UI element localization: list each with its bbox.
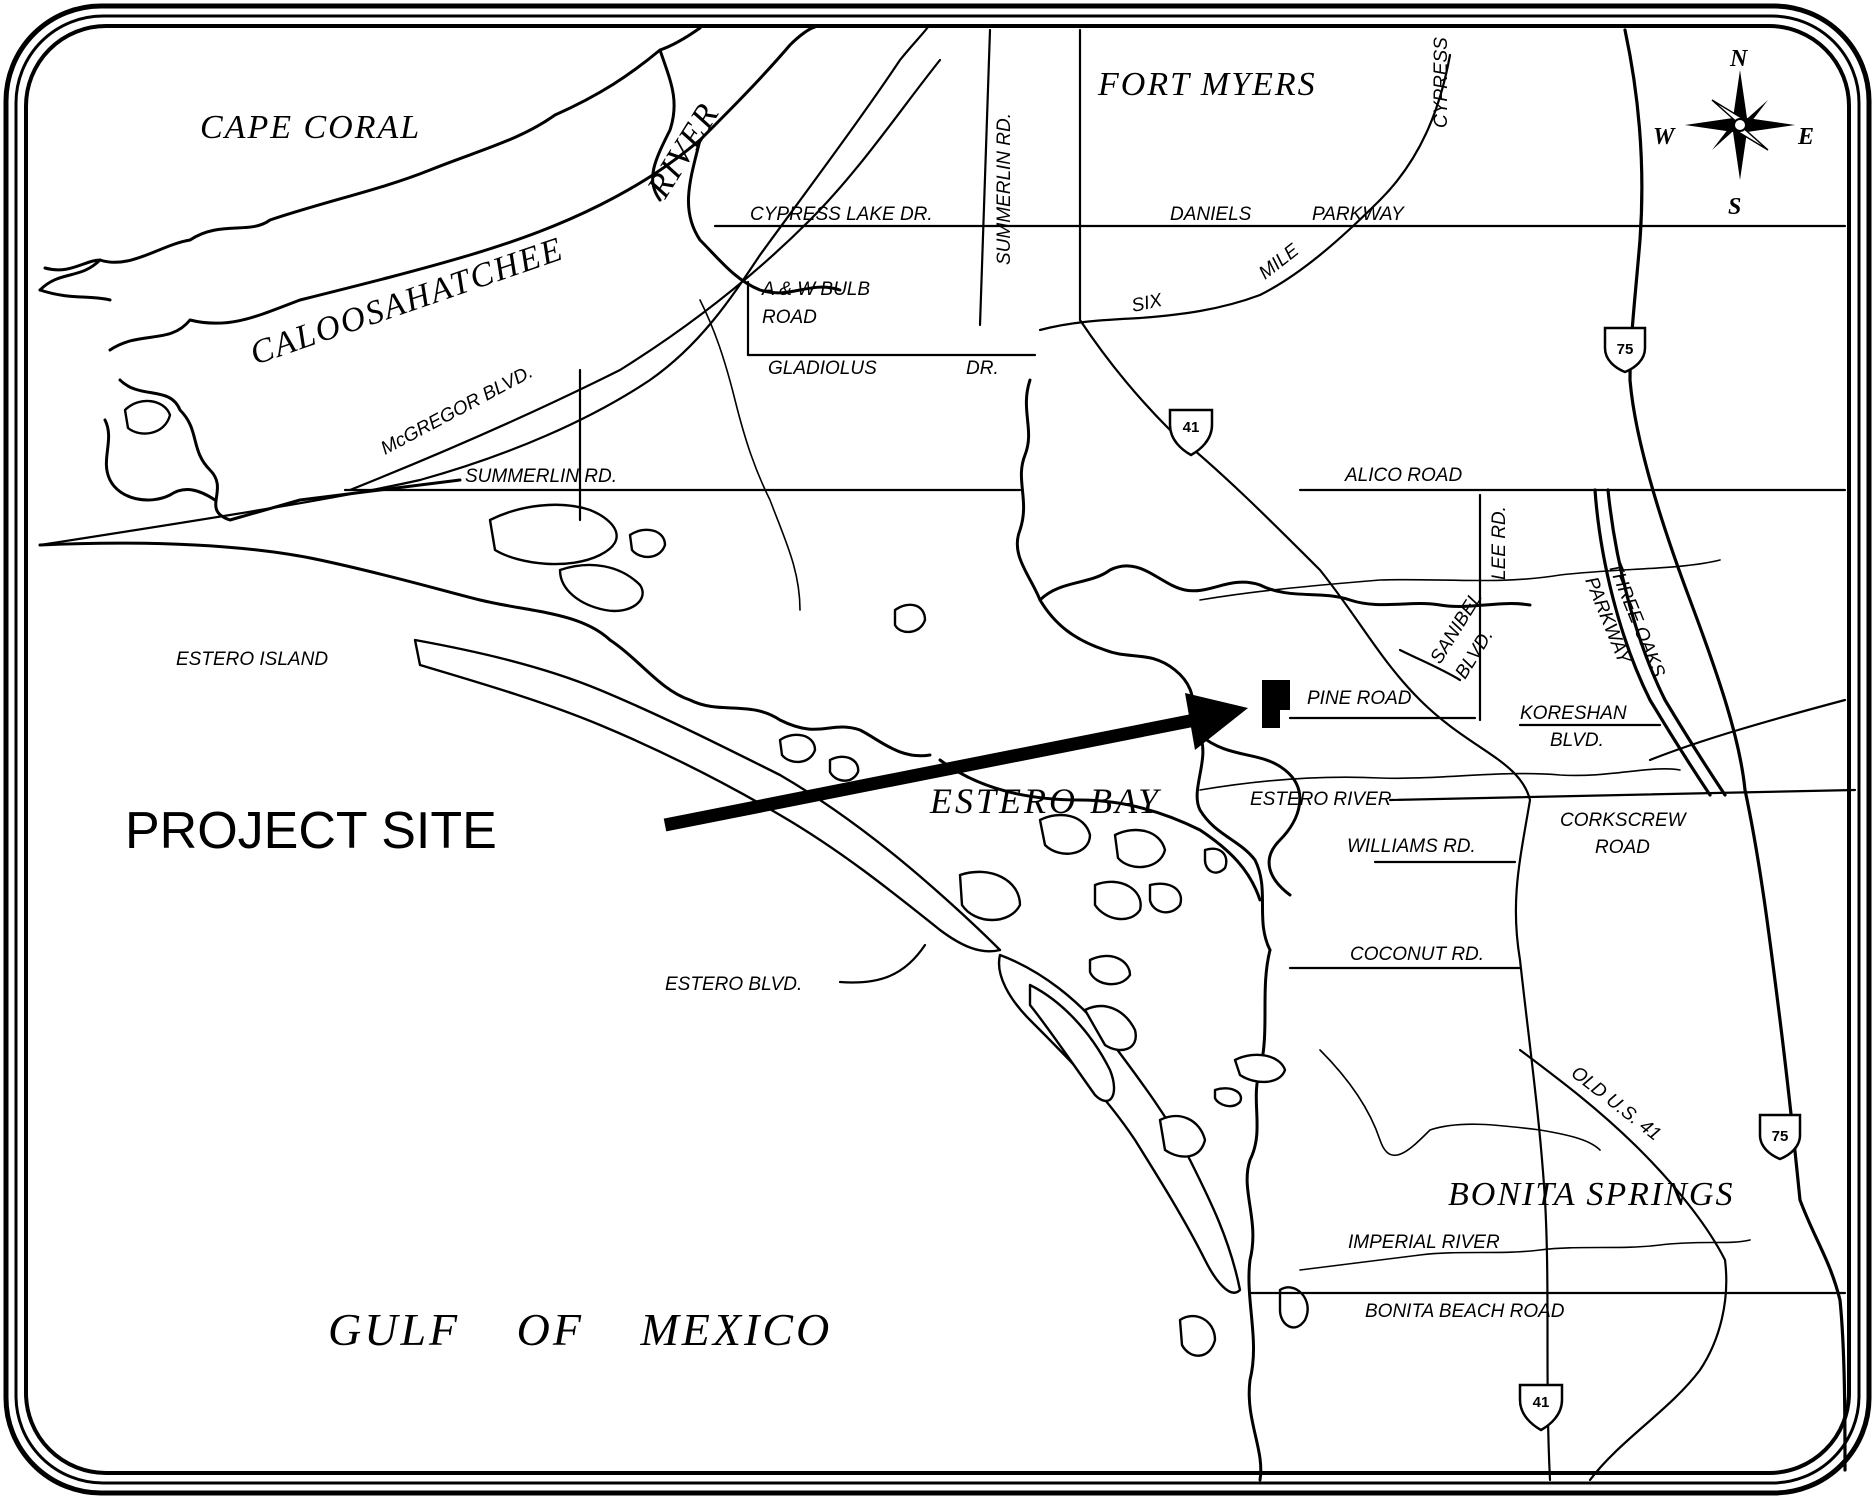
label-gladiolus-dr: DR.	[966, 358, 999, 379]
label-estero-island: ESTERO ISLAND	[176, 649, 328, 670]
roads	[38, 25, 1857, 1482]
label-estero-river: ESTERO RIVER	[1250, 789, 1392, 810]
compass-e: E	[1797, 124, 1814, 150]
label-mile: MILE	[1255, 240, 1303, 284]
label-bonita-springs: BONITA SPRINGS	[1448, 1176, 1734, 1213]
label-corkscrew-line1: CORKSCREW	[1560, 810, 1688, 831]
label-cape-coral: CAPE CORAL	[200, 109, 421, 146]
label-bonita-beach-road: BONITA BEACH ROAD	[1365, 1301, 1565, 1322]
project-site-callout: PROJECT SITE	[125, 680, 1290, 860]
label-corkscrew-line2: ROAD	[1595, 837, 1650, 858]
shield-i75-south: 75	[1758, 1113, 1802, 1161]
label-imperial-river: IMPERIAL RIVER	[1348, 1232, 1500, 1253]
barrier-islands	[413, 503, 1309, 1357]
map-frame	[3, 3, 1872, 1496]
label-estero-bay: ESTERO BAY	[929, 781, 1162, 821]
shield-us41-north: 41	[1168, 408, 1214, 457]
cape-coral-shore	[38, 48, 676, 302]
svg-text:75: 75	[1617, 341, 1634, 358]
label-coconut-rd: COCONUT RD.	[1350, 944, 1484, 965]
estero-blvd-leader	[838, 943, 927, 984]
label-williams-rd: WILLIAMS RD.	[1347, 836, 1476, 857]
compass-s: S	[1728, 194, 1741, 220]
coastline	[38, 25, 1532, 1482]
shield-i75-north: 75	[1603, 326, 1647, 374]
label-koreshan-line1: KORESHAN	[1520, 703, 1627, 724]
waterway-labels: CALOOSAHATCHEE RIVER ESTERO RIVER IMPERI…	[246, 96, 1500, 1253]
svg-text:75: 75	[1772, 1128, 1789, 1145]
label-aw-bulb-road-line2: ROAD	[762, 307, 817, 328]
place-labels: CAPE CORAL FORT MYERS BONITA SPRINGS EST…	[176, 66, 1734, 1355]
label-gladiolus: GLADIOLUS	[768, 358, 877, 379]
compass-w: W	[1653, 124, 1676, 150]
project-site-label: PROJECT SITE	[125, 802, 497, 860]
label-old-us-41: OLD U.S. 41	[1567, 1062, 1665, 1145]
label-pine-road: PINE ROAD	[1307, 688, 1412, 709]
creeks	[699, 299, 1751, 1271]
label-lee-rd: LEE RD.	[1489, 506, 1510, 580]
bay-islands	[123, 399, 1287, 1108]
label-aw-bulb-road-line1: A & W BULB	[761, 279, 870, 300]
label-river: RIVER	[640, 96, 727, 205]
label-koreshan-line2: BLVD.	[1550, 730, 1604, 751]
label-alico-road: ALICO ROAD	[1344, 465, 1462, 486]
label-cypress-lake-dr: CYPRESS LAKE DR.	[750, 204, 933, 225]
svg-text:41: 41	[1183, 419, 1200, 436]
label-cypress: CYPRESS	[1431, 37, 1452, 128]
label-daniels: DANIELS	[1170, 204, 1252, 225]
project-site-arrowhead	[1185, 693, 1248, 750]
shield-us41-south: 41	[1518, 1383, 1564, 1432]
label-fort-myers: FORT MYERS	[1097, 66, 1317, 103]
label-summerlin-rd: SUMMERLIN RD.	[465, 466, 617, 487]
compass-n: N	[1729, 46, 1749, 72]
label-summerlin-rd-vertical: SUMMERLIN RD.	[994, 113, 1015, 265]
label-gulf-of-mexico: GULF OF MEXICO	[328, 1304, 832, 1355]
label-six: SIX	[1130, 290, 1166, 317]
compass-star-icon	[1685, 70, 1795, 180]
label-parkway: PARKWAY	[1312, 204, 1405, 225]
compass-rose: N S E W	[1653, 46, 1814, 220]
interstate-75	[1593, 28, 1847, 1472]
svg-text:41: 41	[1533, 1394, 1550, 1411]
project-site-marker	[1262, 680, 1290, 728]
label-estero-blvd: ESTERO BLVD.	[665, 974, 802, 995]
